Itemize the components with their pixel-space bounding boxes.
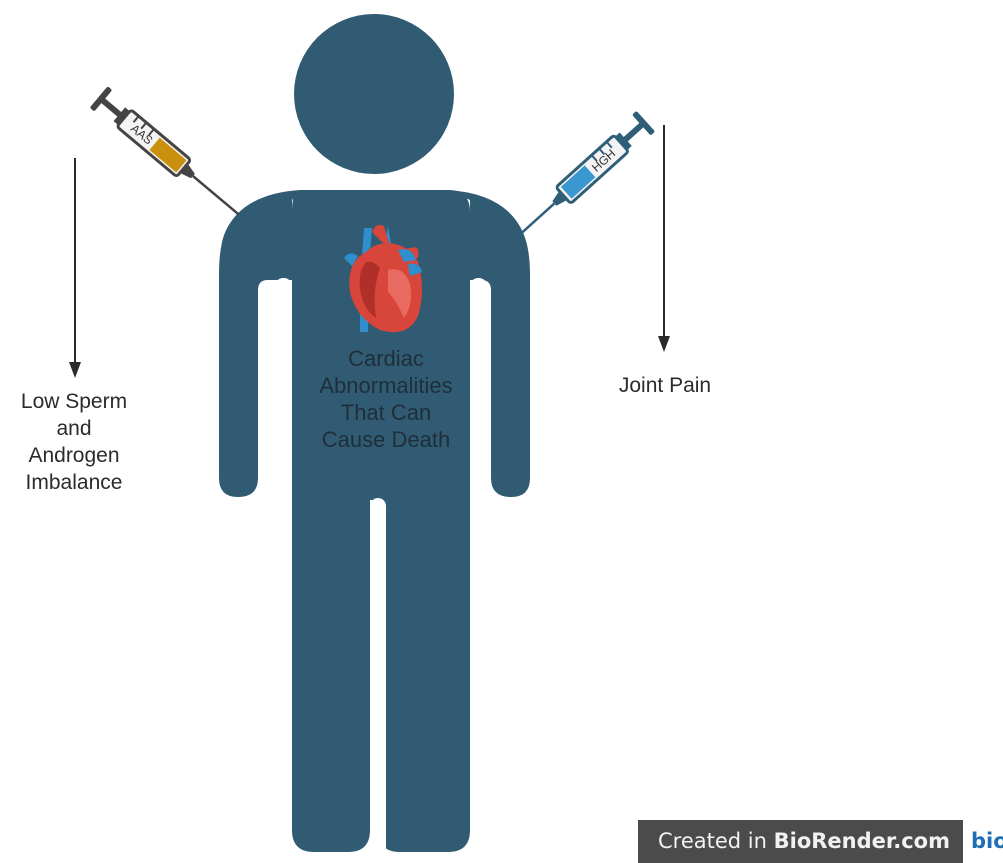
- heart-effect-line-3: That Can: [298, 399, 474, 426]
- watermark-brand: BioRender.com: [774, 829, 950, 853]
- watermark-text: Created in BioRender.com: [658, 820, 950, 863]
- heart-effect-line-4: Cause Death: [298, 426, 474, 453]
- head: [294, 14, 454, 174]
- watermark-prefix: Created in: [658, 829, 774, 853]
- left-effect-label: Low Sperm and Androgen Imbalance: [14, 388, 134, 496]
- heart-effect-line-2: Abnormalities: [298, 372, 474, 399]
- right-arrow: [658, 125, 670, 352]
- left-syringe-icon: AAS: [90, 86, 248, 225]
- heart-effect-line-1: Cardiac: [298, 345, 474, 372]
- left-leg: [292, 480, 370, 852]
- biorender-logo-icon: bio: [963, 820, 1003, 863]
- right-syringe-icon: HGH: [509, 111, 655, 246]
- left-effect-line-1: Low Sperm: [14, 388, 134, 415]
- right-effect-label: Joint Pain: [606, 372, 724, 399]
- left-effect-line-3: Androgen: [14, 442, 134, 469]
- left-arrow: [69, 158, 81, 378]
- right-leg: [378, 480, 470, 852]
- left-effect-line-2: and: [14, 415, 134, 442]
- biorender-watermark[interactable]: Created in BioRender.com bio: [638, 820, 1003, 863]
- heart-effect-label: Cardiac Abnormalities That Can Cause Dea…: [298, 345, 474, 453]
- left-effect-line-4: Imbalance: [14, 469, 134, 496]
